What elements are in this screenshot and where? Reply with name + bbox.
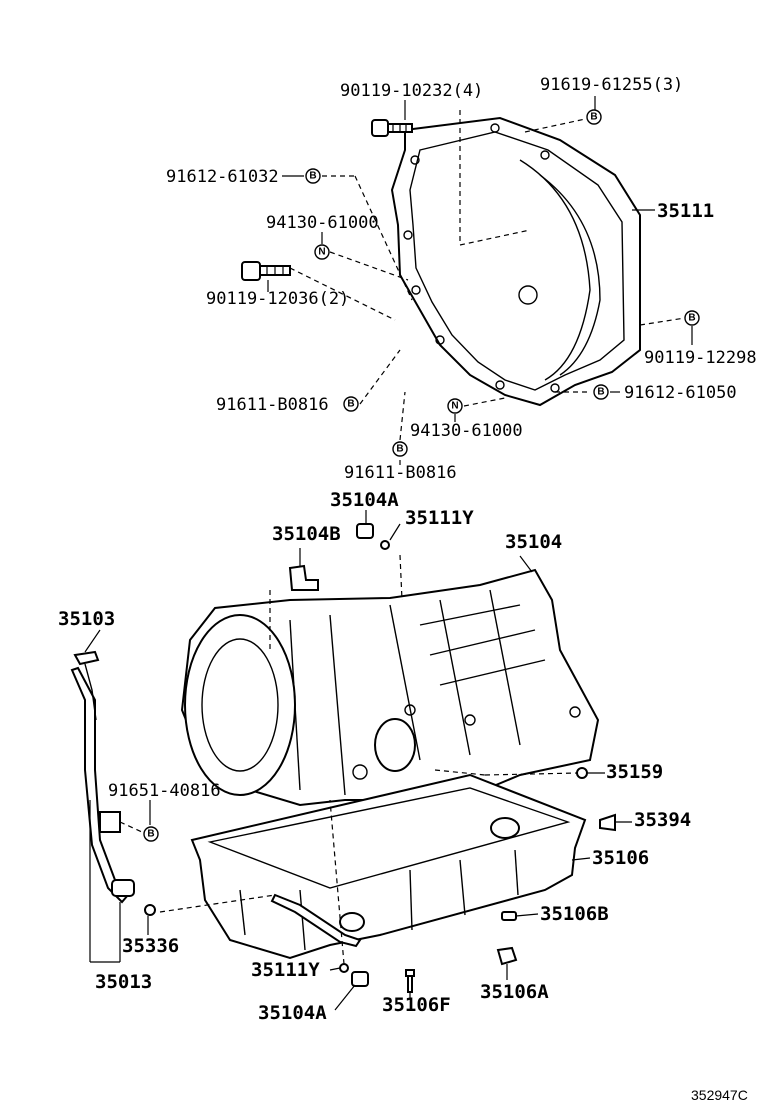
plug-35106a[interactable] (496, 946, 518, 966)
label-90119-12036[interactable]: 90119-12036(2) (206, 289, 349, 309)
bolt-90119-10232[interactable] (371, 119, 413, 137)
label-35106f[interactable]: 35106F (382, 994, 451, 1016)
leader-lines (84, 96, 693, 1011)
label-35013[interactable]: 35013 (95, 971, 152, 993)
svg-text:N: N (318, 247, 325, 258)
transmission-assembly-35104[interactable] (180, 568, 600, 807)
marker-b-91651: B (143, 826, 159, 842)
oil-filler-tube-35013[interactable] (70, 666, 135, 904)
figure-id: 352947C (691, 1087, 748, 1103)
o-ring-35336[interactable] (144, 904, 156, 916)
svg-text:B: B (347, 399, 354, 410)
label-35103[interactable]: 35103 (58, 608, 115, 630)
plug-35159[interactable] (576, 767, 588, 779)
oil-pan-35106[interactable] (190, 773, 587, 960)
label-35104b[interactable]: 35104B (272, 523, 341, 545)
svg-text:B: B (396, 444, 403, 455)
label-91612-61032[interactable]: 91612-61032 (166, 167, 279, 187)
label-91619-61255[interactable]: 91619-61255(3) (540, 75, 683, 95)
label-35104a-bot[interactable]: 35104A (258, 1002, 327, 1024)
plug-35394[interactable] (599, 813, 616, 832)
svg-text:B: B (688, 313, 695, 324)
marker-n-94130-bot: N (447, 398, 463, 414)
marker-b-90119-12298: B (684, 310, 700, 326)
label-35336[interactable]: 35336 (122, 935, 179, 957)
plug-35104a-top[interactable] (356, 523, 374, 539)
label-35111y-top[interactable]: 35111Y (405, 507, 474, 529)
plug-35104b[interactable] (288, 564, 319, 591)
oil-level-gage-35103[interactable] (73, 650, 100, 721)
marker-b-91619: B (586, 109, 602, 125)
marker-b-91612-61050: B (593, 384, 609, 400)
label-91611-b0816-bot[interactable]: 91611-B0816 (344, 463, 457, 483)
label-35111y-bot[interactable]: 35111Y (251, 959, 320, 981)
marker-b-91611-bot: B (392, 441, 408, 457)
marker-b-91612-61032: B (305, 168, 321, 184)
marker-b-91611-left: B (343, 396, 359, 412)
svg-text:B: B (309, 171, 316, 182)
svg-text:B: B (590, 112, 597, 123)
svg-text:B: B (597, 387, 604, 398)
label-91612-61050[interactable]: 91612-61050 (624, 383, 737, 403)
label-35111[interactable]: 35111 (657, 200, 714, 222)
label-35106[interactable]: 35106 (592, 847, 649, 869)
label-91611-b0816-left[interactable]: 91611-B0816 (216, 395, 329, 415)
label-35104a-top[interactable]: 35104A (330, 489, 399, 511)
label-94130-61000-bot[interactable]: 94130-61000 (410, 421, 523, 441)
marker-n-94130-top: N (314, 244, 330, 260)
label-35159[interactable]: 35159 (606, 761, 663, 783)
label-35106a[interactable]: 35106A (480, 981, 549, 1003)
o-ring-35111y-bot[interactable] (339, 963, 349, 973)
bolt-35106f[interactable] (405, 969, 415, 993)
oil-cooler-pipe[interactable] (270, 893, 362, 948)
svg-text:B: B (147, 829, 154, 840)
transmission-housing-35111[interactable] (390, 116, 641, 407)
part-labels: 90119-10232(4) 91619-61255(3) 91612-6103… (58, 75, 757, 1024)
label-94130-61000-top[interactable]: 94130-61000 (266, 213, 379, 233)
label-90119-12298[interactable]: 90119-12298 (644, 348, 757, 368)
bolt-90119-12036[interactable] (241, 261, 291, 281)
svg-text:N: N (451, 401, 458, 412)
label-90119-10232[interactable]: 90119-10232(4) (340, 81, 483, 101)
label-35106b[interactable]: 35106B (540, 903, 609, 925)
gasket-35106b[interactable] (501, 911, 517, 921)
o-ring-35111y-top[interactable] (380, 540, 390, 550)
plug-35104a-bot[interactable] (351, 971, 369, 987)
label-35394[interactable]: 35394 (634, 809, 691, 831)
label-91651-40816[interactable]: 91651-40816 (108, 781, 221, 801)
label-35104[interactable]: 35104 (505, 531, 562, 553)
